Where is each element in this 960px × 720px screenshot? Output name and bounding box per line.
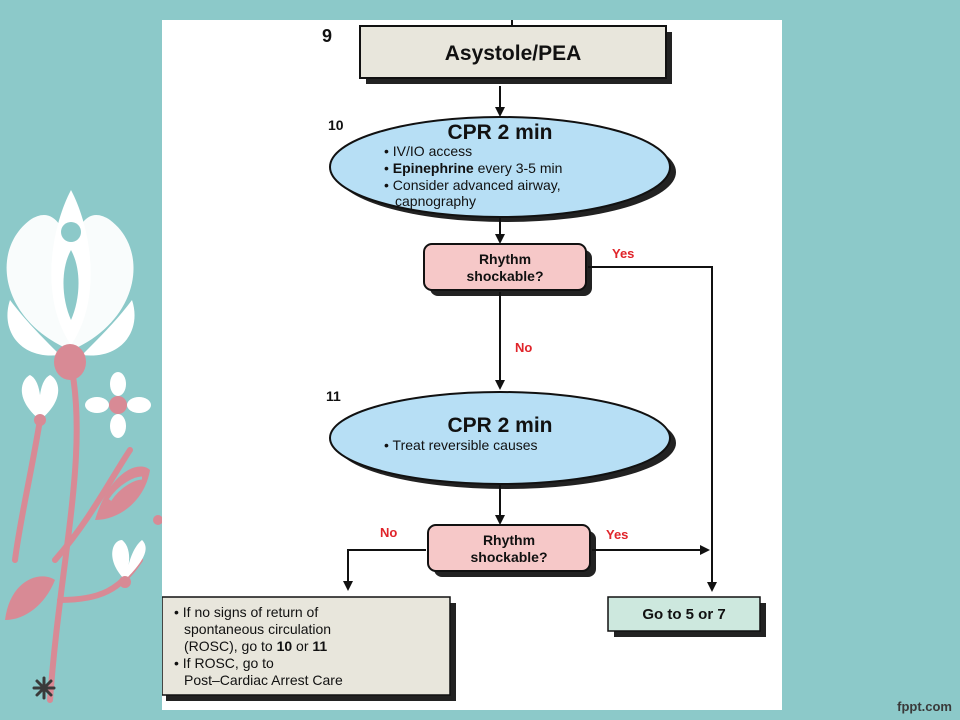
- step-10-bullets: • IV/IO access • Epinephrine every 3-5 m…: [384, 143, 562, 209]
- bud-flower-icon: [21, 375, 59, 426]
- asterisk-flower-icon: [32, 676, 56, 700]
- flower-stem-icon: [12, 357, 143, 703]
- decision-1-line-1: Rhythm: [479, 251, 531, 267]
- step-10-number: 10: [328, 117, 344, 133]
- decorative-flowers: [5, 190, 163, 703]
- step-9-title: Asystole/PEA: [445, 42, 582, 65]
- step-11-ellipse: [329, 391, 671, 485]
- outcome-no-line-1: • If no signs of return of: [174, 604, 318, 620]
- leaf-icon: [5, 466, 150, 620]
- asystole-pea-flowchart: 9 Asystole/PEA 10 CPR 2 min • IV/IO acce…: [162, 20, 766, 701]
- outcome-no-line-4: • If ROSC, go to: [174, 655, 274, 671]
- connector-d1-yes: [588, 266, 717, 592]
- outcome-no-line-3: (ROSC), go to 10 or 11: [184, 638, 327, 654]
- bottom-flower-icon: [112, 540, 146, 588]
- outcome-no-line-5: Post–Cardiac Arrest Care: [184, 672, 343, 688]
- decision-1-yes-label: Yes: [612, 246, 634, 261]
- outcome-no-text: • If no signs of return of spontaneous c…: [174, 604, 343, 688]
- outcome-no-line-2: spontaneous circulation: [184, 621, 331, 637]
- decision-2-no-label: No: [380, 525, 397, 540]
- decision-1-no-label: No: [515, 340, 532, 355]
- step-9-box: [359, 25, 667, 79]
- step-10-bullet-3: • Consider advanced airway,: [384, 177, 561, 193]
- decision-2-line-1: Rhythm: [483, 532, 535, 548]
- decision-2-line-2: shockable?: [470, 549, 547, 565]
- step-10-title: CPR 2 min: [447, 121, 552, 144]
- decision-2-box: [427, 524, 591, 572]
- small-flower-icon: [85, 372, 151, 438]
- decision-1-box: [423, 243, 587, 291]
- connector-d2-no: [343, 549, 426, 591]
- step-10-bullet-3-cont: capnography: [395, 193, 476, 209]
- outcome-yes-text: Go to 5 or 7: [642, 606, 725, 623]
- decision-2-yes-label: Yes: [606, 527, 628, 542]
- decision-1-line-2: shockable?: [466, 268, 543, 284]
- outcome-no-box: [162, 596, 451, 696]
- outcome-yes-box: [607, 596, 761, 632]
- step-11-number: 11: [326, 388, 341, 404]
- step-10-ellipse: [329, 116, 671, 218]
- step-10-bullet-2: • Epinephrine every 3-5 min: [384, 160, 562, 176]
- flowchart-panel: 9 Asystole/PEA 10 CPR 2 min • IV/IO acce…: [162, 20, 782, 710]
- step-11-bullet-1: • Treat reversible causes: [384, 437, 538, 453]
- step-9-number: 9: [322, 26, 332, 46]
- step-11-title: CPR 2 min: [447, 414, 552, 437]
- large-flower-icon: [6, 190, 135, 380]
- watermark: fppt.com: [897, 699, 952, 714]
- dot-icon: [153, 515, 163, 525]
- step-10-bullet-1: • IV/IO access: [384, 143, 472, 159]
